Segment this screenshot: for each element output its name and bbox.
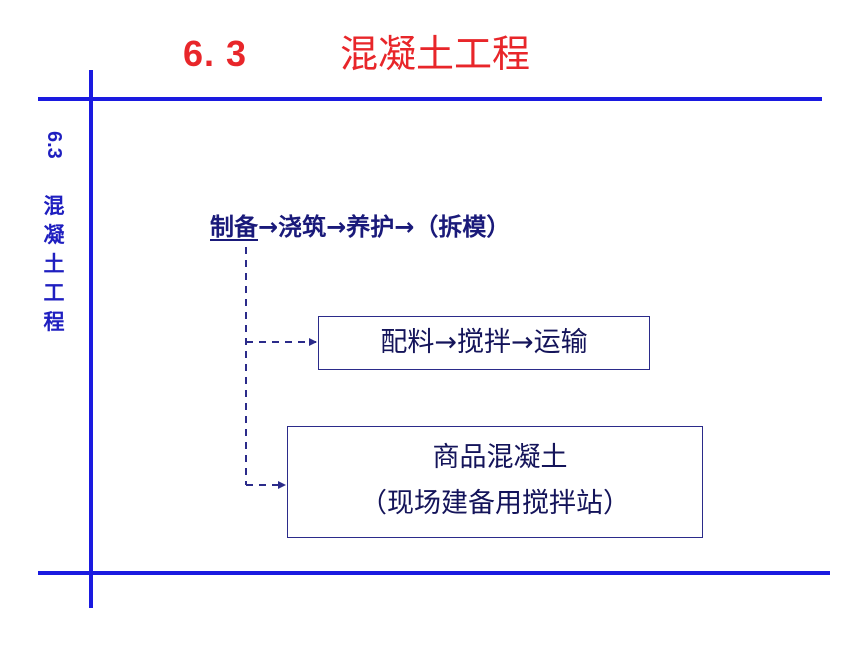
- sidebar-section-title: 混凝土工程: [43, 194, 65, 334]
- step-formwork-removal: （拆模）: [414, 213, 511, 241]
- bottom-divider: [38, 571, 830, 575]
- step-pour: 浇筑: [278, 213, 327, 241]
- flow-arrow: →: [326, 213, 347, 241]
- flow-arrow: →: [394, 213, 415, 241]
- top-divider: [38, 97, 822, 101]
- sidebar-divider: [89, 70, 93, 608]
- onsite-mixing-station-label: （现场建备用搅拌站）: [360, 488, 630, 519]
- step-prepare: 制备: [210, 213, 258, 241]
- title-number: 6. 3: [183, 33, 248, 74]
- process-flow: 制备→浇筑→养护→（拆模）: [210, 209, 510, 245]
- step-cure: 养护: [346, 213, 395, 241]
- commercial-concrete-box: 商品混凝土 （现场建备用搅拌站）: [287, 426, 703, 538]
- flow-arrow: →: [258, 213, 279, 241]
- mixing-process-box: 配料→搅拌→运输: [318, 316, 650, 370]
- commercial-concrete-label: 商品混凝土: [432, 442, 568, 473]
- page-title: 混凝土工程: [340, 32, 531, 76]
